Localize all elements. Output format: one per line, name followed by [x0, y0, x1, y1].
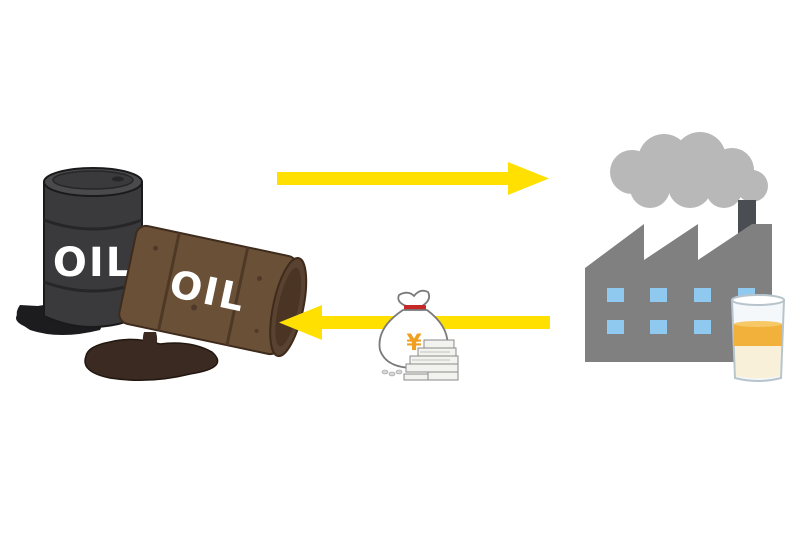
cash-stack-icon [403, 339, 459, 381]
oil-barrels-group: OIL OIL [16, 167, 308, 381]
spilled-oil-barrel-icon: OIL [118, 224, 308, 358]
payment-group: ¥ [378, 289, 459, 381]
coins-icon [381, 369, 403, 377]
arrow-to-factory [277, 162, 549, 195]
oil-barrel-icon: OIL [43, 167, 143, 328]
black-barrel-label: OIL [53, 240, 133, 286]
smoke-icon [610, 132, 768, 208]
glass-of-oil-icon [730, 294, 786, 382]
oil-drip [142, 332, 158, 356]
spilled-oil-puddle [84, 338, 219, 381]
factory-icon [585, 200, 772, 362]
factory-group [585, 132, 786, 382]
